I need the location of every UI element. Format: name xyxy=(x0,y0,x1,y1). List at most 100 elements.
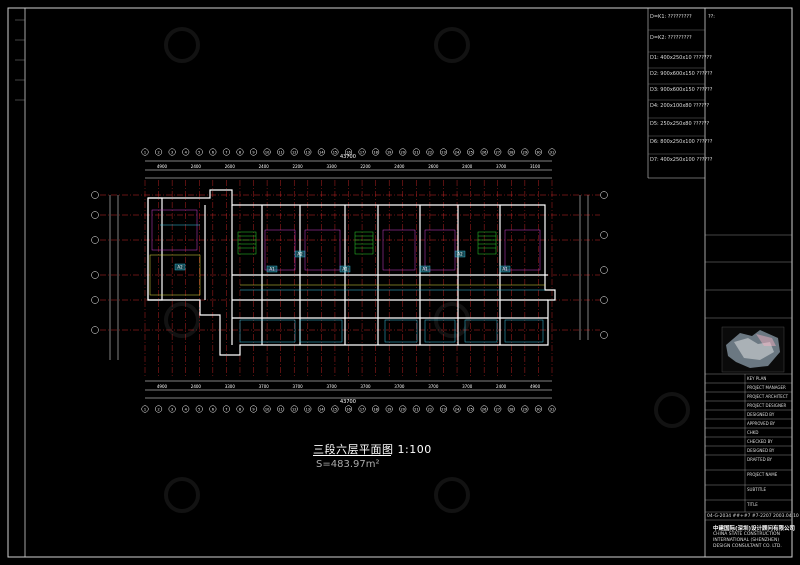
room-tag: A2 xyxy=(177,265,183,270)
axis-marker xyxy=(453,405,461,413)
axis-marker xyxy=(155,405,163,413)
axis-marker xyxy=(290,405,298,413)
stair-wells xyxy=(237,231,497,255)
axis-label: 23 xyxy=(441,151,445,155)
axis-label: 4 xyxy=(185,408,188,412)
axis-marker xyxy=(494,148,502,156)
axis-label: 23 xyxy=(441,408,445,412)
title-block-label: CHECKED BY xyxy=(747,439,773,444)
axis-label: 19 xyxy=(387,408,391,412)
axis-label: 14 xyxy=(319,151,324,155)
axis-marker xyxy=(344,405,353,413)
room-tag-box xyxy=(339,265,351,273)
axis-label: 15 xyxy=(333,151,337,155)
axis-label: 26 xyxy=(482,408,486,412)
axis-label: 29 xyxy=(523,408,527,412)
axis-marker xyxy=(467,148,475,156)
axis-marker xyxy=(290,148,298,156)
title-block-label: KEY PLAN xyxy=(747,376,767,381)
company-en-line: INTERNATIONAL (SHENZHEN) xyxy=(713,538,780,543)
top-dimension-lines xyxy=(145,160,552,179)
axis-marker xyxy=(195,148,203,156)
dimension-value: 3700 xyxy=(462,384,473,389)
dimension-value: 3700 xyxy=(259,384,270,389)
axis-label: 15 xyxy=(333,408,337,412)
legend-item: D3: 900x600x150 ?????? xyxy=(650,87,713,93)
room-tag-box xyxy=(454,250,466,258)
room-tag: A2 xyxy=(297,252,303,257)
dimension-value: 2200 xyxy=(293,164,304,169)
room-tag: A2 xyxy=(457,252,463,257)
axis-marker xyxy=(439,405,448,413)
dimension-value: 3300 xyxy=(326,164,337,169)
axis-marker xyxy=(344,148,353,156)
axis-marker xyxy=(412,148,420,156)
dimension-value: 2400 xyxy=(394,164,405,169)
axis-marker xyxy=(412,405,420,413)
dimension-value: 2600 xyxy=(225,164,236,169)
legend-item: D2: 900x600x150 ?????? xyxy=(650,71,713,77)
dimension-value: 3700 xyxy=(496,164,507,169)
axis-markers-right xyxy=(579,191,608,340)
title-block-label: PROJECT DESIGNER xyxy=(747,403,787,408)
axis-label: 24 xyxy=(455,151,460,155)
room-tag: A1 xyxy=(502,267,508,272)
axis-label: 7 xyxy=(225,408,227,412)
axis-marker xyxy=(155,148,163,156)
axis-marker xyxy=(534,148,542,156)
axis-marker xyxy=(521,405,529,413)
axis-label: 28 xyxy=(509,151,513,155)
axis-label: 25 xyxy=(468,408,472,412)
title-block-label: SUBTITLE xyxy=(747,487,767,492)
axis-label: 30 xyxy=(536,408,540,412)
axis-marker xyxy=(209,148,217,156)
axis-label: 17 xyxy=(360,151,364,155)
dimension-value: 2400 xyxy=(462,164,473,169)
dimension-value: 4900 xyxy=(157,384,168,389)
legend-item: D6: 800x250x100 ?????? xyxy=(650,139,713,145)
axis-marker xyxy=(548,405,556,413)
dimension-value: 3700 xyxy=(326,384,337,389)
room-tag-box xyxy=(419,265,431,273)
key-plan-image xyxy=(721,326,785,373)
legend-item: D5: 250x250x80 ?????? xyxy=(650,121,710,127)
axis-label: 21 xyxy=(414,151,418,155)
dimension-value: 2400 xyxy=(191,384,202,389)
room-tag-box xyxy=(294,250,306,258)
legend-table xyxy=(648,29,705,155)
dimension-value: 3700 xyxy=(360,384,371,389)
axis-label: 8 xyxy=(239,408,241,412)
axis-marker xyxy=(249,148,258,156)
axis-label: 25 xyxy=(468,151,472,155)
room-tag: A1 xyxy=(269,267,275,272)
axis-marker xyxy=(141,148,149,156)
dimension-value: 2400 xyxy=(496,384,507,389)
axis-label: 8 xyxy=(239,151,241,155)
axis-label: 16 xyxy=(346,408,350,412)
axis-marker xyxy=(317,148,325,156)
watermark xyxy=(164,27,690,513)
axis-marker xyxy=(480,148,488,156)
axis-label: 29 xyxy=(523,151,527,155)
axis-label: 18 xyxy=(373,408,377,412)
legend-item: D4: 200x100x80 ?????? xyxy=(650,103,710,109)
axis-marker xyxy=(385,405,393,413)
dimension-value: 2200 xyxy=(360,164,371,169)
overall-dimension-bottom: 43700 xyxy=(340,399,356,405)
axis-marker xyxy=(222,148,230,156)
axis-label: 20 xyxy=(401,151,405,155)
dimension-value: 2600 xyxy=(428,164,439,169)
axis-marker xyxy=(263,148,271,156)
room-tag-box xyxy=(266,265,278,273)
axis-label: 6 xyxy=(212,151,214,155)
axis-markers-left xyxy=(91,191,119,360)
axis-marker xyxy=(507,405,515,413)
axis-label: 22 xyxy=(428,151,432,155)
axis-label: 28 xyxy=(509,408,513,412)
drawing-frame xyxy=(7,7,793,558)
axis-marker xyxy=(182,148,190,156)
dimension-value: 2400 xyxy=(191,164,202,169)
axis-marker xyxy=(467,405,475,413)
legend-item: D=K2: ????????? xyxy=(650,35,692,41)
axis-label: 13 xyxy=(306,151,310,155)
